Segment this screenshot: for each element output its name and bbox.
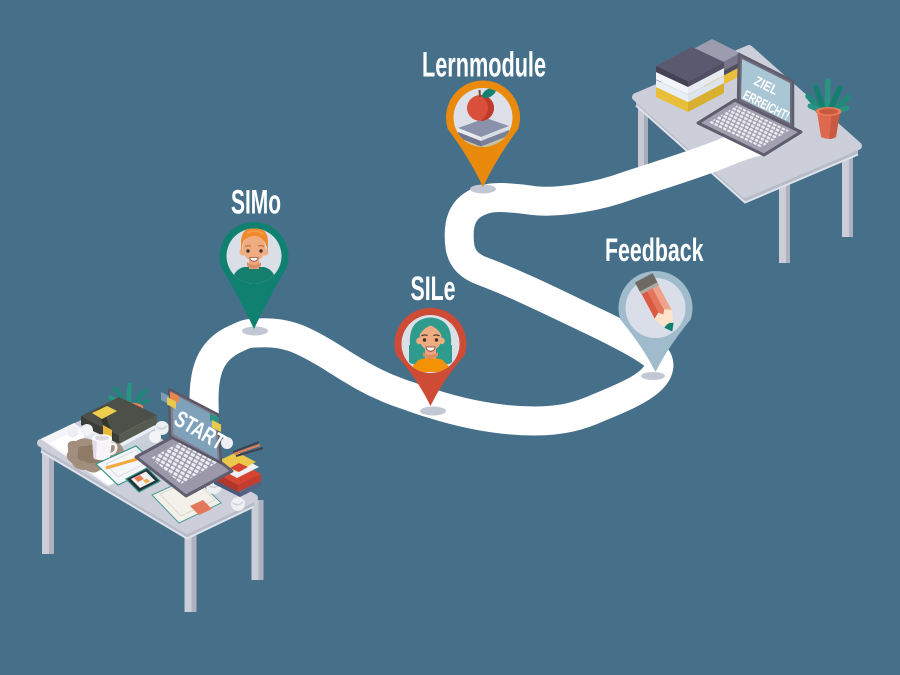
svg-text:Feedback: Feedback: [605, 232, 704, 268]
svg-text:Lernmodule: Lernmodule: [422, 46, 546, 85]
svg-text:SIMo: SIMo: [231, 184, 281, 222]
svg-text:SILe: SILe: [411, 270, 456, 308]
